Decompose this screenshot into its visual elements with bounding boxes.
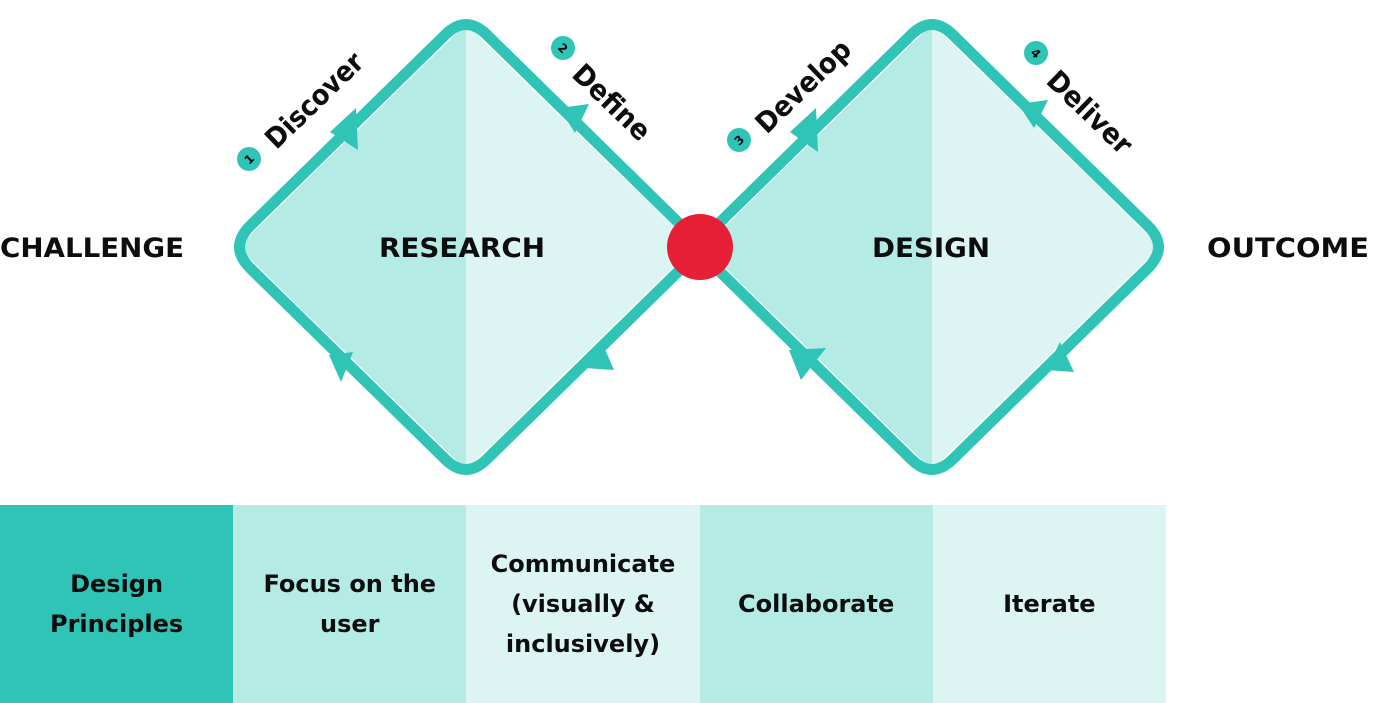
principle-cell-focus: Focus on the user [233, 505, 467, 703]
arrow-develop-up-icon [790, 108, 818, 152]
challenge-label: CHALLENGE [0, 233, 184, 264]
phase-4-badge: 4 [1024, 41, 1048, 65]
principle-communicate: Communicate (visually & inclusively) [490, 550, 676, 658]
arrow-discover-up-icon [330, 108, 358, 150]
phase-2-badge: 2 [551, 36, 575, 60]
phase-define: Define [566, 57, 658, 147]
principle-cell-iterate: Iterate [932, 505, 1166, 703]
principle-cell-communicate: Communicate (visually & inclusively) [466, 505, 700, 703]
principles-header-cell: Design Principles [0, 505, 234, 703]
center-dot [667, 214, 733, 280]
arrow-develop-return-icon [789, 348, 826, 380]
double-diamond-diagram: CHALLENGE OUTCOME RESEARCH DESIGN Discov… [0, 19, 1369, 475]
arrow-deliver-down-icon [1018, 100, 1048, 128]
design-diamond-outline [702, 19, 1164, 475]
arrow-define-return-icon [585, 340, 614, 370]
arrow-define-down-icon [559, 104, 589, 133]
research-diamond-outline [234, 19, 696, 475]
design-title: DESIGN [872, 233, 990, 264]
principle-collaborate: Collaborate [738, 590, 895, 618]
research-title: RESEARCH [379, 233, 545, 264]
phase-1-badge: 1 [237, 147, 261, 171]
arrow-deliver-return-icon [1046, 342, 1074, 372]
principle-cell-collaborate: Collaborate [699, 505, 933, 703]
principles-header: Design Principles [50, 570, 184, 638]
principle-iterate: Iterate [1003, 590, 1096, 618]
arrow-discover-return-icon [329, 352, 353, 382]
phase-3-badge: 3 [727, 128, 751, 152]
principle-focus-on-user: Focus on the user [263, 570, 437, 638]
phase-define-label: Define [566, 57, 658, 147]
design-principles-row: Design Principles Focus on the user Comm… [0, 505, 1166, 703]
outcome-label: OUTCOME [1207, 233, 1369, 264]
